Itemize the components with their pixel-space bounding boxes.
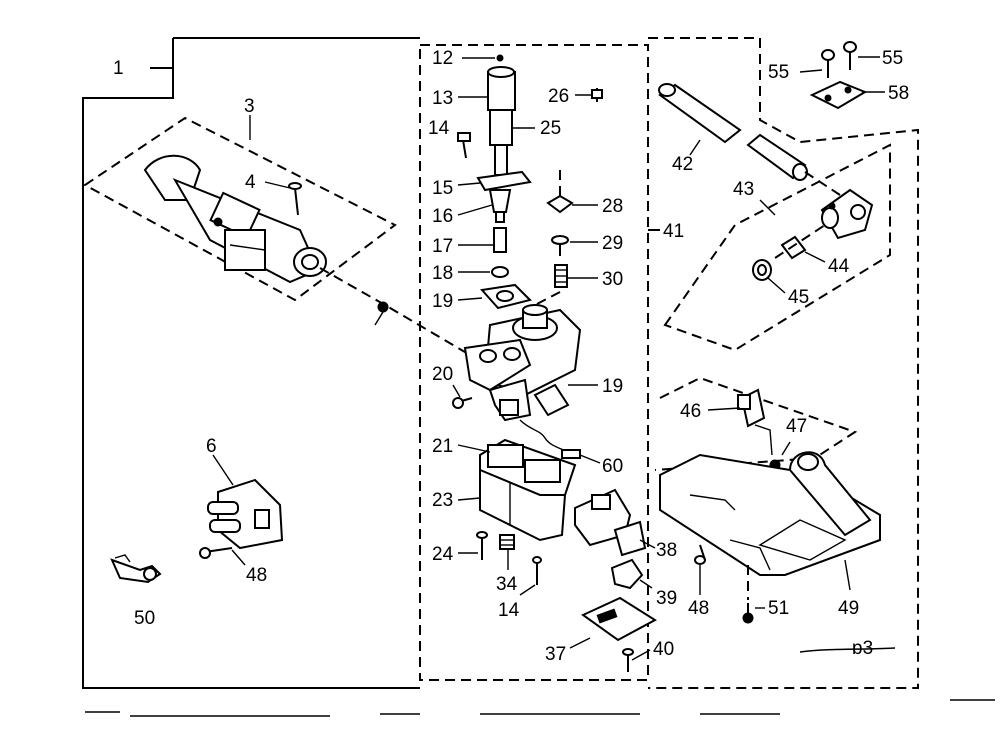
burner-assembly — [83, 115, 471, 356]
callout-labels: 1 3 4 6 12 13 14 15 16 17 18 19 20 21 23… — [113, 48, 909, 665]
callout-37: 37 — [545, 644, 566, 665]
callout-58: 58 — [888, 83, 909, 104]
page-mark: ɒ3 — [799, 638, 896, 659]
callout-28: 28 — [602, 196, 623, 217]
callout-17: 17 — [432, 236, 453, 257]
valve-assembly-box — [419, 44, 660, 681]
callout-3: 3 — [244, 96, 255, 117]
callout-55b: 55 — [882, 48, 903, 69]
base-plate-49 — [659, 451, 881, 624]
callout-48b: 48 — [688, 598, 709, 619]
callout-15: 15 — [432, 178, 453, 199]
callout-44: 44 — [828, 256, 850, 277]
callout-18: 18 — [432, 263, 453, 284]
part-39 — [610, 558, 653, 590]
tube-42 — [658, 83, 841, 196]
callout-40: 40 — [653, 639, 674, 660]
callout-23: 23 — [432, 490, 453, 511]
callout-60: 60 — [602, 456, 623, 477]
callout-26: 26 — [548, 86, 569, 107]
callout-14b: 14 — [498, 600, 520, 621]
scan-noise — [85, 699, 995, 717]
callout-24: 24 — [432, 544, 454, 565]
callout-50: 50 — [134, 608, 155, 629]
callout-12: 12 — [432, 48, 453, 69]
callout-49: 49 — [838, 598, 859, 619]
callout-39: 39 — [656, 588, 677, 609]
callout-1: 1 — [113, 58, 124, 79]
callout-20: 20 — [432, 364, 453, 385]
callout-41: 41 — [663, 221, 684, 242]
valve-stack — [457, 54, 603, 310]
callout-19a: 19 — [432, 291, 453, 312]
screw-40 — [622, 648, 651, 672]
valve-body — [452, 291, 598, 422]
callout-38: 38 — [656, 540, 677, 561]
callout-13: 13 — [432, 88, 453, 109]
page-mark-text: ɒ3 — [852, 638, 873, 659]
callout-34: 34 — [496, 574, 518, 595]
callout-21: 21 — [432, 436, 453, 457]
bracket-38 — [574, 488, 656, 557]
callout-16: 16 — [432, 206, 453, 227]
callout-4: 4 — [245, 172, 256, 193]
callout-55a: 55 — [768, 62, 789, 83]
clip-50 — [110, 554, 162, 584]
callout-43: 43 — [733, 179, 754, 200]
callout-25: 25 — [540, 118, 561, 139]
callout-51: 51 — [768, 598, 789, 619]
callout-29: 29 — [602, 233, 623, 254]
assembly-boundary — [82, 37, 919, 689]
callout-48a: 48 — [246, 565, 267, 586]
callout-45: 45 — [788, 287, 809, 308]
plate-37 — [569, 596, 657, 649]
callout-6: 6 — [206, 436, 217, 457]
callout-14a: 14 — [428, 118, 450, 139]
valve-block — [457, 419, 601, 596]
fitting-assembly-43 — [663, 143, 891, 352]
callout-46: 46 — [680, 401, 701, 422]
callout-30: 30 — [602, 269, 623, 290]
mounting-bracket — [654, 376, 858, 471]
callout-42: 42 — [672, 154, 693, 175]
bracket-6 — [199, 454, 284, 566]
callout-19b: 19 — [602, 376, 623, 397]
callout-47: 47 — [786, 416, 807, 437]
parts-55-58 — [799, 41, 885, 110]
